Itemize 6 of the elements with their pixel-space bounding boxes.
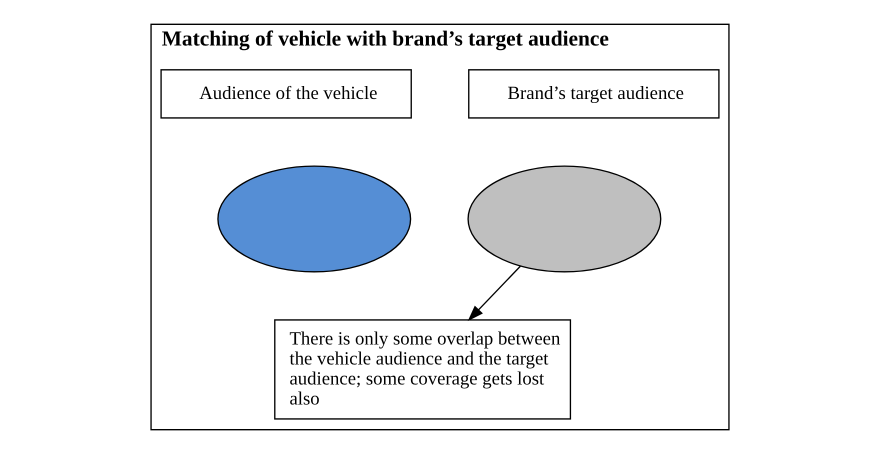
- node-ellipse: [467, 165, 662, 272]
- node-box: There is only some overlap between the vehicle audience and the target audience; some coverage gets lost also: [274, 319, 572, 420]
- node-ellipse: [217, 165, 412, 272]
- node-box: Brand’s target audience: [468, 69, 720, 119]
- node-box: Audience of the vehicle: [160, 69, 412, 119]
- arrow: [468, 266, 521, 322]
